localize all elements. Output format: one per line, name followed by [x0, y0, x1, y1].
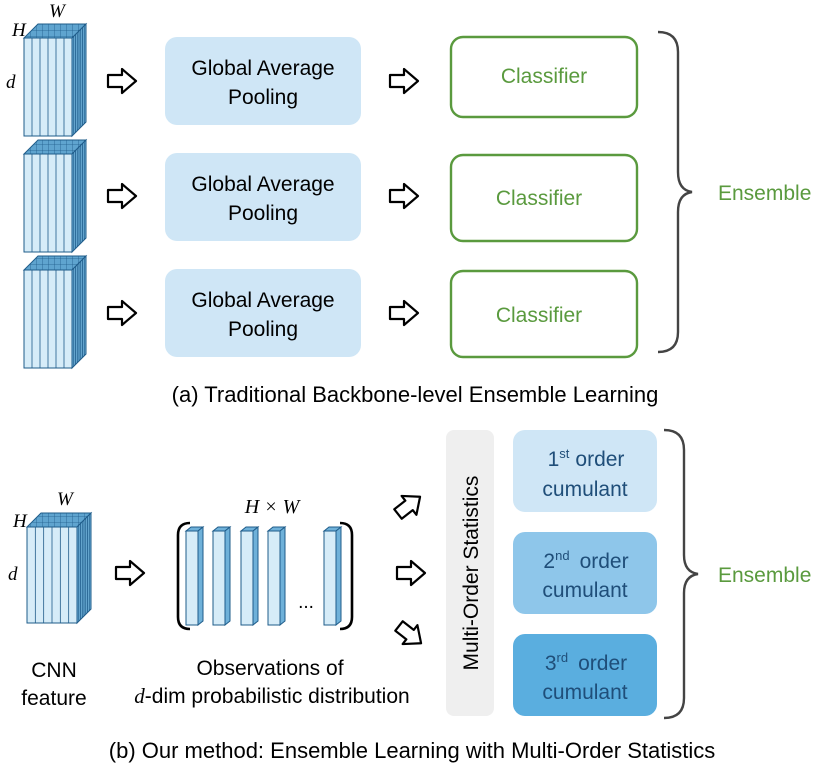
cumulant-word: order	[575, 448, 624, 471]
observations-label-line2: d-dim probabilistic distribution	[134, 684, 409, 708]
global-average-pooling-box-1	[165, 37, 361, 125]
arrow-icon	[106, 67, 138, 95]
classifier-box-2	[449, 153, 639, 243]
ensemble-label-b: Ensemble	[718, 564, 811, 587]
observations-header: H × W	[244, 496, 302, 518]
tensor-label-d-b: d	[8, 564, 18, 585]
cumulant-label-line2: cumulant	[542, 681, 627, 704]
feature-tensor-1	[22, 22, 88, 138]
arrow-icon	[106, 182, 138, 210]
global-average-pooling-box-3	[165, 269, 361, 357]
cumulant-num: 2	[543, 550, 555, 573]
cumulant-label-line2: cumulant	[542, 579, 627, 602]
feature-tensor-2	[22, 138, 88, 254]
arrow-icon	[388, 299, 420, 327]
tensor-group-a	[22, 22, 88, 370]
cnn-feature-tensor	[25, 511, 93, 625]
multi-order-statistics-label: Multi-Order Statistics	[460, 476, 483, 671]
cumulant-num: 3	[545, 652, 557, 675]
observation-column	[239, 525, 260, 627]
brace-icon	[657, 30, 693, 354]
cumulant-box-1	[513, 430, 657, 512]
observations-label-line1: Observations of	[196, 657, 343, 680]
cumulant-word: order	[578, 652, 627, 675]
ensemble-label-a: Ensemble	[718, 182, 811, 205]
pooling-label-line2: Pooling	[228, 318, 298, 341]
tensor-label-h-b: H	[12, 511, 28, 532]
multi-order-statistics-panel	[446, 430, 494, 716]
ellipsis: ...	[298, 592, 314, 613]
cnn-feature-label-line1: CNN	[31, 659, 77, 682]
observation-column	[322, 525, 343, 627]
pooling-label-line2: Pooling	[228, 202, 298, 225]
cumulant-label-line2: cumulant	[542, 478, 627, 501]
right-bracket-icon	[339, 521, 354, 631]
tensor-label-w-b: W	[57, 489, 75, 510]
arrow-icon	[395, 559, 427, 587]
arrow-icon	[106, 299, 138, 327]
cumulant-box-2	[513, 532, 657, 614]
cumulant-box-3	[513, 634, 657, 716]
pooling-label-line1: Global Average	[191, 57, 334, 80]
tensor-group-b	[25, 511, 93, 625]
feature-tensor-3	[22, 254, 88, 370]
cumulant-sup: rd	[557, 650, 569, 665]
cumulant-word: order	[580, 550, 629, 573]
observations-rest: -dim probabilistic distribution	[145, 685, 410, 708]
arrow-icon	[394, 620, 423, 646]
global-average-pooling-box-2	[165, 153, 361, 241]
arrow-icon	[393, 494, 422, 520]
classifier-label: Classifier	[496, 187, 582, 210]
observation-columns	[184, 525, 343, 627]
brace-icon	[663, 428, 699, 720]
left-bracket-icon	[176, 521, 191, 631]
classifier-box-1	[449, 35, 639, 119]
observations-var-d: d	[134, 684, 145, 708]
caption-b: (b) Our method: Ensemble Learning with M…	[109, 738, 715, 763]
pooling-label-line1: Global Average	[191, 173, 334, 196]
classifier-label: Classifier	[496, 304, 582, 327]
caption-a: (a) Traditional Backbone-level Ensemble …	[172, 382, 659, 407]
classifier-box-3	[449, 269, 639, 359]
observation-column	[266, 525, 287, 627]
arrow-icon	[388, 182, 420, 210]
pooling-label-line2: Pooling	[228, 86, 298, 109]
cnn-feature-label-line2: feature	[21, 687, 86, 710]
observation-column	[211, 525, 232, 627]
classifier-label: Classifier	[501, 65, 587, 88]
cumulant-sup: nd	[555, 548, 569, 563]
tensor-label-w-a: W	[49, 1, 67, 22]
observation-column	[184, 525, 205, 627]
arrow-icon	[388, 67, 420, 95]
tensor-label-h-a: H	[11, 20, 27, 41]
cumulant-num: 1	[548, 448, 560, 471]
arrow-icon	[114, 559, 146, 587]
tensor-label-d-a: d	[6, 72, 16, 93]
cumulant-sup: st	[559, 446, 570, 461]
pooling-label-line1: Global Average	[191, 289, 334, 312]
